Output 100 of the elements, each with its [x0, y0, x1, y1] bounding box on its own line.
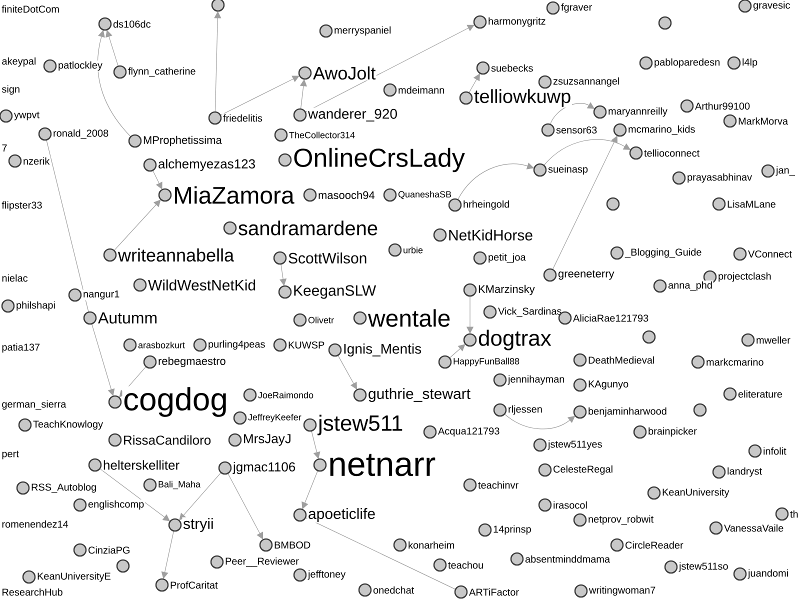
- node-label: flynn_catherine: [128, 67, 196, 77]
- network-node: MProphetissima: [128, 134, 223, 148]
- node-label: arasbozkurt: [138, 342, 185, 348]
- node-label: petit_joa: [488, 253, 526, 263]
- network-node: purling4peas: [193, 338, 266, 352]
- node-label: apoeticlife: [308, 508, 375, 522]
- network-node: telliowkuwp: [459, 88, 572, 108]
- network-node: jgmac1106: [218, 461, 296, 475]
- network-node: ProfCaritat: [155, 578, 219, 592]
- connector-line: [305, 517, 456, 590]
- node-label: wentale: [368, 309, 450, 327]
- node-label: tellioconnect: [644, 149, 700, 157]
- node-label: AliciaRae121793: [573, 314, 648, 322]
- node-label: masooch94: [318, 190, 375, 200]
- node-circle: [642, 330, 656, 344]
- network-node: 14prinsp: [478, 523, 532, 537]
- network-node: th: [775, 507, 800, 521]
- arrow: [449, 344, 466, 358]
- network-node: MrsJayJ: [228, 433, 292, 447]
- node-label: gravesic: [753, 1, 790, 11]
- network-node: irasocol: [538, 498, 588, 512]
- node-label: th: [790, 510, 798, 518]
- node-label: nzerik: [24, 157, 50, 165]
- node-label: anna_phd: [668, 281, 712, 291]
- network-node: sensor63: [541, 123, 598, 137]
- node-label: landryst: [728, 467, 762, 477]
- network-node: rebegmaestro: [143, 355, 227, 369]
- network-node: wentale: [353, 308, 452, 328]
- network-node: infolit: [748, 444, 788, 458]
- network-node: ds106dc: [98, 17, 152, 31]
- node-circle: [658, 16, 672, 30]
- network-node: alchemyezas123: [143, 158, 256, 172]
- node-label: QuaneshaSB: [398, 190, 452, 200]
- node-label: KeanUniversity: [662, 488, 730, 498]
- network-node: sandramardene: [223, 220, 379, 236]
- node-label: jefftoney: [308, 570, 346, 580]
- node-label: KUWSP: [288, 341, 324, 349]
- username-label: finiteDotCom: [2, 5, 59, 13]
- network-node: TheCollector314: [274, 128, 356, 142]
- node-label: infolit: [764, 447, 786, 455]
- network-node: VConnect: [733, 247, 793, 261]
- network-node: HappyFunBall88: [438, 355, 520, 369]
- username-label: akeypal: [2, 57, 36, 67]
- network-node: CelesteRegal: [538, 463, 614, 477]
- node-label: CelesteRegal: [554, 465, 612, 475]
- network-node: apoeticlife: [293, 507, 376, 523]
- network-node: merryspaniel: [319, 24, 392, 38]
- node-label: friedelitis: [223, 114, 262, 122]
- network-node: l4lp: [727, 56, 758, 70]
- network-node: TeachKnowlogy: [18, 418, 104, 432]
- node-label: hrheingold: [464, 200, 510, 210]
- node-label: englishcomp: [88, 500, 144, 510]
- network-node: DeathMedieval: [573, 353, 656, 367]
- network-node: KeeganSLW: [278, 284, 377, 300]
- network-node: cogdog: [108, 386, 229, 418]
- node-label: KeeganSLW: [294, 285, 376, 299]
- node-label: philshapi: [16, 301, 55, 311]
- network-node: Ignis_Mentis: [328, 342, 422, 358]
- node-label: zsuzsannangel: [553, 77, 620, 87]
- username-label: ResearchHub: [2, 588, 62, 596]
- node-label: brainpicker: [648, 427, 697, 437]
- username-label: patia137: [2, 343, 40, 353]
- node-label: NetKidHorse: [449, 229, 532, 241]
- node-label: JoeRaimondo: [258, 392, 314, 398]
- network-node: dogtrax: [463, 328, 552, 352]
- network-node: rljessen: [493, 403, 544, 417]
- arrow: [311, 430, 320, 459]
- network-node: englishcomp: [73, 498, 145, 512]
- node-label: jan_: [776, 166, 796, 176]
- network-node: suebecks: [476, 61, 534, 75]
- node-label: KeanUniversityE: [38, 572, 110, 582]
- network-node: JeffreyKeefer: [233, 411, 302, 425]
- node-label: RissaCandiloro: [124, 435, 211, 445]
- node-label: jstew511: [317, 414, 402, 436]
- connector-line: [46, 140, 89, 312]
- node-label: TeachKnowlogy: [33, 420, 104, 430]
- network-node: landryst: [712, 465, 763, 479]
- network-node: Bali_Maha: [143, 478, 202, 492]
- node-label: ds106dc: [113, 20, 151, 28]
- network-node: jstew511: [303, 414, 404, 436]
- node-label: sensor63: [556, 126, 597, 134]
- node-label: RSS_Autoblog: [32, 483, 96, 493]
- network-node: netprov_robwit: [573, 513, 654, 527]
- network-node: CinziaPG: [73, 543, 132, 557]
- node-label: Olivetr: [308, 316, 334, 324]
- node-label: konarheim: [408, 541, 454, 549]
- node-label: projectclash: [718, 272, 771, 282]
- node-label: mdeimann: [398, 86, 444, 94]
- node-label: Arthur99100: [695, 102, 750, 110]
- node-label: KAgunyo: [588, 380, 628, 390]
- network-node: VanessaVaile: [709, 521, 784, 535]
- node-label: LisaMLane: [728, 200, 776, 208]
- node-label: rebegmaestro: [158, 356, 226, 368]
- node-label: jstew511so: [678, 562, 728, 572]
- network-node: onedchat: [358, 583, 415, 597]
- node-label: fgraver: [561, 3, 592, 13]
- network-node: ScottWilson: [273, 251, 368, 265]
- node-label: wanderer_920: [308, 108, 397, 122]
- network-node: flynn_catherine: [113, 65, 197, 79]
- username-label: nielac: [2, 274, 28, 282]
